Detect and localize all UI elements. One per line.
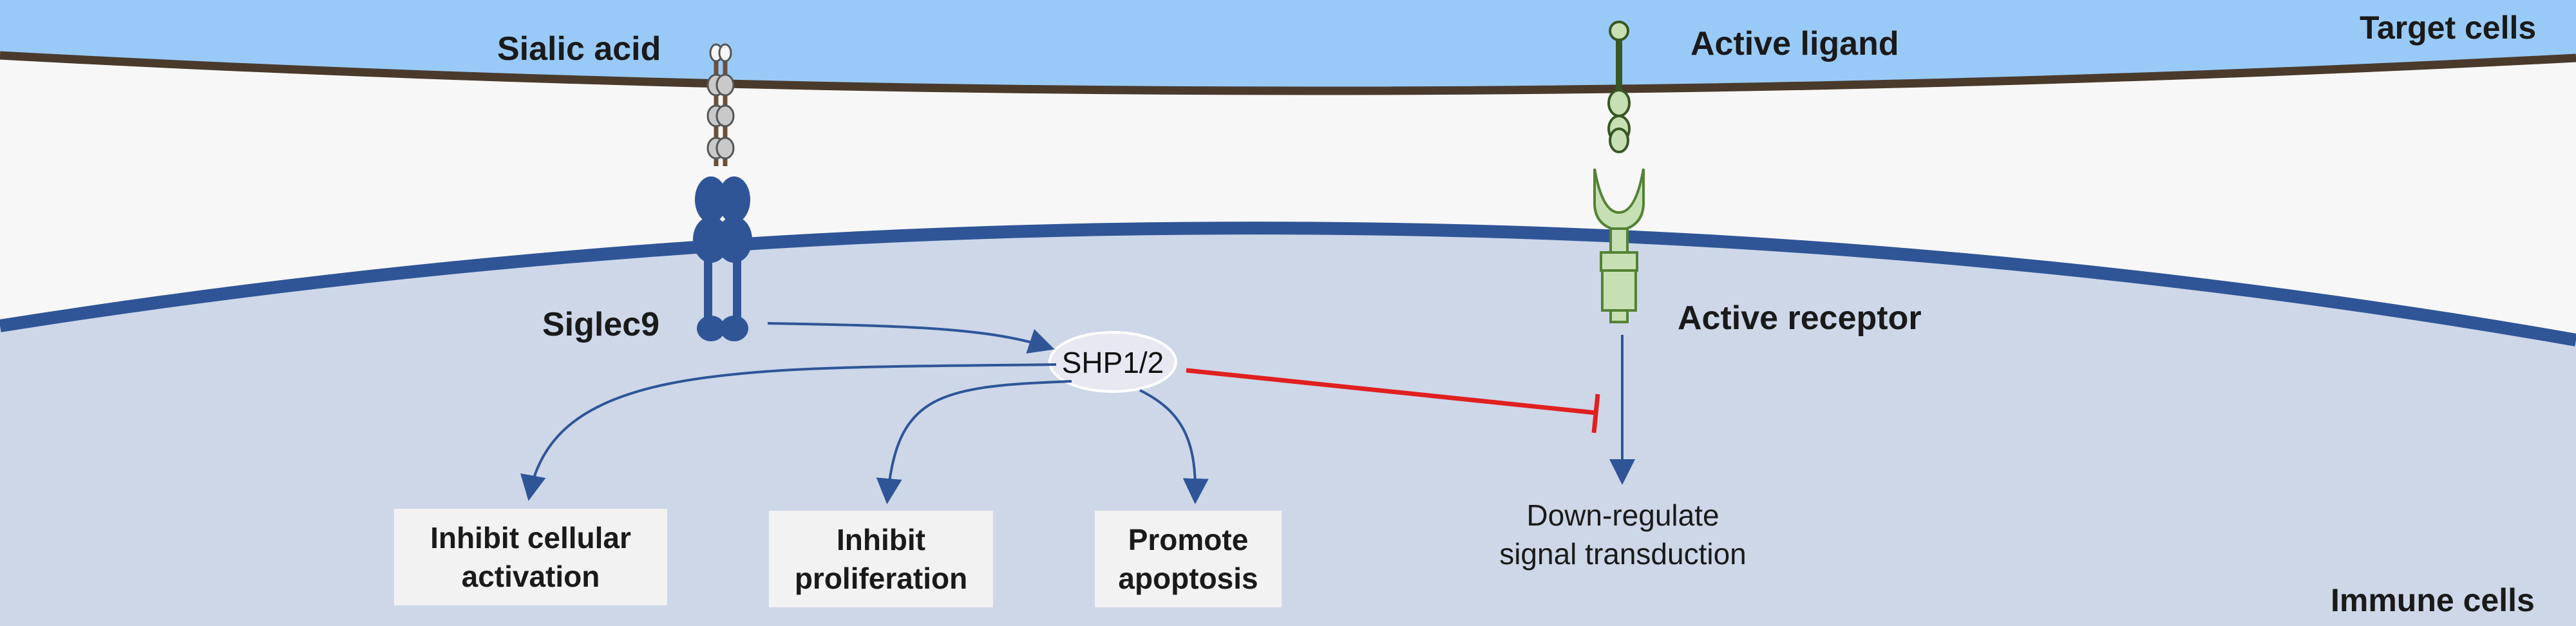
outcome-promote-apoptosis: Promote apoptosis	[1095, 511, 1282, 607]
target-cells-label: Target cells	[2360, 10, 2537, 46]
active-ligand-label: Active ligand	[1690, 25, 1899, 62]
outcome-inhibit-activation-text: Inhibit cellular activation	[430, 521, 631, 593]
outcome-inhibit-proliferation: Inhibit proliferation	[769, 511, 993, 607]
active-receptor	[1593, 168, 1645, 323]
sialic-acid-chain	[706, 43, 735, 166]
active-ligand	[1607, 21, 1631, 153]
inhibition-shp-to-signal	[1186, 368, 1600, 433]
shp-label: SHP1/2	[1061, 346, 1164, 379]
outcome-promote-apoptosis-text: Promote apoptosis	[1118, 523, 1258, 595]
arrow-shp-to-activation	[520, 363, 1057, 501]
arrow-shp-to-proliferation	[876, 380, 1072, 504]
arrow-shp-to-apoptosis	[1139, 389, 1209, 504]
outcome-inhibit-proliferation-text: Inhibit proliferation	[794, 523, 968, 595]
outcome-inhibit-activation: Inhibit cellular activation	[394, 509, 667, 605]
immune-cell-membrane	[0, 222, 2576, 346]
immune-cells-label: Immune cells	[2331, 582, 2535, 618]
siglec9-label: Siglec9	[542, 306, 660, 343]
active-receptor-label: Active receptor	[1678, 299, 1922, 337]
down-regulate-label: Down-regulate signal transduction	[1499, 498, 1747, 571]
sialic-acid-label: Sialic acid	[497, 30, 661, 68]
arrow-siglec-to-shp	[767, 322, 1055, 354]
siglec9-receptor	[693, 176, 752, 341]
shp-enzyme	[1048, 331, 1177, 393]
target-cell-region	[0, 0, 2576, 90]
target-cell-membrane	[0, 51, 2576, 95]
